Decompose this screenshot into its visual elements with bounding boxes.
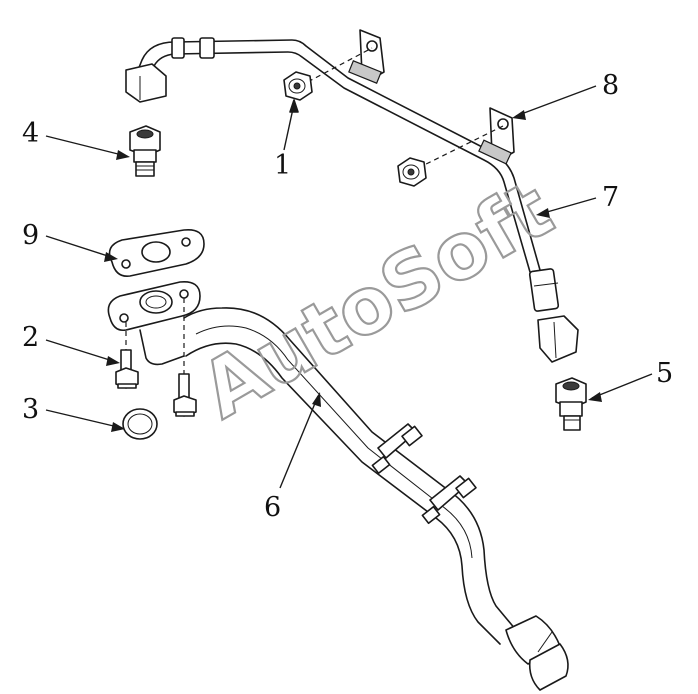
pipe-bracket-lower xyxy=(478,107,515,165)
flange-nut-upper xyxy=(283,71,313,101)
callout-leaders xyxy=(45,85,653,489)
callout-4: 4 xyxy=(22,118,39,149)
callout-8: 8 xyxy=(602,70,619,101)
oil-feed-pipe xyxy=(125,29,579,363)
hose-clamp-upper xyxy=(371,423,423,475)
pipe-bracket-upper xyxy=(348,29,385,84)
callout-9: 9 xyxy=(22,220,39,251)
flange-nut-lower xyxy=(397,157,427,187)
callout-2: 2 xyxy=(22,322,39,353)
flange-bolt-right xyxy=(173,298,197,417)
hose-clamp-lower xyxy=(421,475,477,525)
watermark-text: AutoSoft xyxy=(187,165,568,437)
oil-return-pipe xyxy=(107,280,569,691)
callout-3: 3 xyxy=(22,394,39,425)
callout-1: 1 xyxy=(274,150,291,181)
adapter-fitting-left xyxy=(129,125,161,177)
callout-7: 7 xyxy=(602,182,619,213)
adapter-fitting-right xyxy=(555,377,587,431)
flange-bolt-left xyxy=(115,322,139,389)
callout-5: 5 xyxy=(656,358,673,389)
callout-6: 6 xyxy=(264,492,281,523)
o-ring xyxy=(122,408,158,440)
flange-gasket xyxy=(108,228,205,278)
